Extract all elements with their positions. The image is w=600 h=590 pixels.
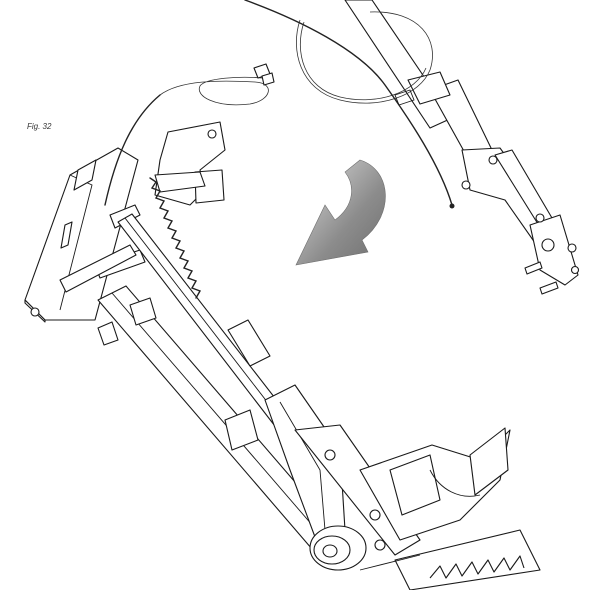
spring-coil [149,177,202,299]
figure-label: Fig. 32 [27,122,52,131]
pulley-wheel [309,525,367,571]
main-assembly [24,63,541,590]
detail-hydraulic-arm [244,0,580,295]
curved-arrow-icon [295,159,386,266]
